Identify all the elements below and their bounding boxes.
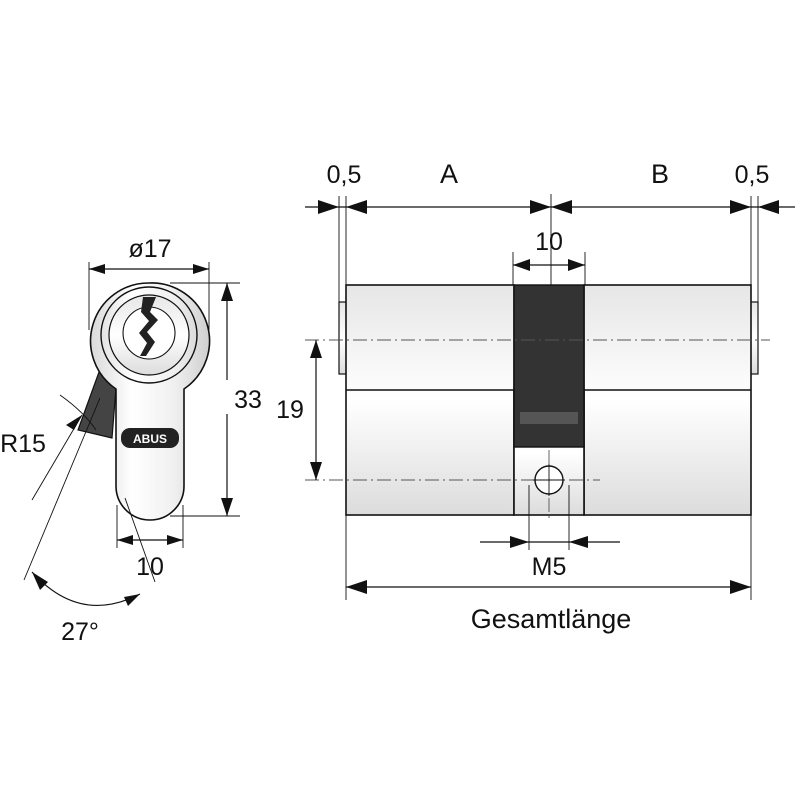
arrow-icon bbox=[167, 535, 183, 545]
arrow-icon bbox=[310, 340, 322, 358]
right-offset-label: 0,5 bbox=[735, 161, 770, 189]
plug-outer-ring bbox=[100, 286, 198, 384]
arrow-icon bbox=[310, 462, 322, 480]
arrow-icon bbox=[510, 536, 529, 548]
arrow-icon bbox=[117, 535, 133, 545]
arrow-icon bbox=[530, 200, 551, 214]
arrow-icon bbox=[221, 283, 233, 301]
cam-swing-arc bbox=[59, 394, 97, 431]
side-view: 0,5 A B 0,5 10 bbox=[276, 159, 795, 634]
angle-line-b bbox=[124, 497, 156, 583]
b-label: B bbox=[651, 159, 669, 189]
arrow-icon bbox=[318, 200, 339, 214]
arrow-icon bbox=[221, 498, 233, 516]
arrow-icon bbox=[66, 415, 82, 430]
angle-arc bbox=[31, 571, 141, 606]
arrow-icon bbox=[193, 264, 209, 274]
logo-text: ABUS bbox=[133, 432, 167, 446]
total-length-label: Gesamtlänge bbox=[471, 604, 632, 634]
screw-label: M5 bbox=[532, 553, 567, 581]
arrow-icon bbox=[551, 200, 572, 214]
cylinder-body-right bbox=[583, 284, 752, 516]
angle-label: 27° bbox=[61, 618, 99, 646]
arrow-icon bbox=[730, 580, 751, 594]
arrow-icon bbox=[124, 594, 140, 606]
arrow-icon bbox=[513, 259, 530, 271]
arrow-icon bbox=[32, 572, 48, 590]
cam-width-label: 10 bbox=[535, 228, 563, 256]
arrow-icon bbox=[346, 580, 367, 594]
arrow-icon bbox=[346, 200, 367, 214]
arrow-icon bbox=[730, 200, 751, 214]
front-view: ø17 33 ABUS 10 R15 27° bbox=[0, 235, 268, 646]
angle-line-a bbox=[23, 397, 101, 581]
arrow-icon bbox=[89, 264, 105, 274]
left-offset-label: 0,5 bbox=[327, 161, 362, 189]
arrow-icon bbox=[569, 536, 588, 548]
height-label: 19 bbox=[276, 396, 304, 424]
arrow-icon bbox=[758, 200, 779, 214]
radius-label: R15 bbox=[0, 430, 46, 458]
abus-logo bbox=[121, 428, 179, 448]
height-label: 33 bbox=[234, 386, 262, 414]
diameter-label: ø17 bbox=[128, 235, 171, 263]
cam-foot-highlight bbox=[520, 412, 578, 424]
keyway bbox=[139, 297, 158, 356]
arrow-icon bbox=[568, 259, 585, 271]
cylinder-body-left bbox=[345, 284, 515, 516]
label-backdrop bbox=[222, 380, 268, 414]
a-label: A bbox=[440, 159, 458, 189]
